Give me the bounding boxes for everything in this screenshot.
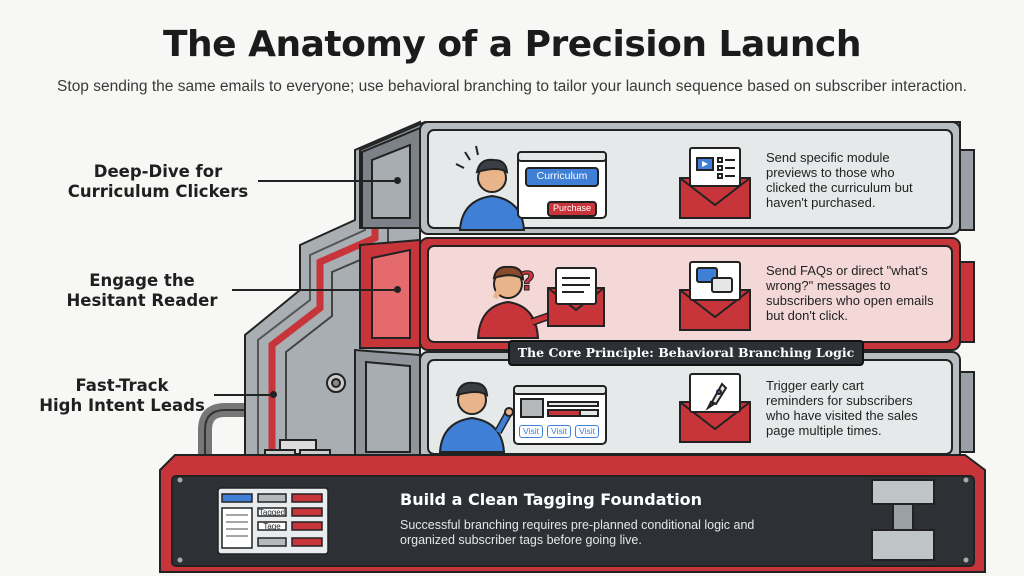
- tier-2-line-2: wrong?" messages to: [766, 278, 891, 293]
- tier-1-line-3: clicked the curriculum but: [766, 180, 913, 195]
- tier-3-line-4: page multiple times.: [766, 423, 882, 438]
- leader-line-2: [232, 286, 401, 293]
- tier-3-line-1: Trigger early cart: [766, 378, 864, 393]
- label-fast-track: Fast-Track High Intent Leads: [22, 376, 222, 416]
- tier-1-line-2: previews to those who: [766, 165, 895, 180]
- label-fast-track-line-1: Fast-Track: [75, 376, 169, 395]
- email-envelope-2: [679, 261, 751, 331]
- leader-line-1: [258, 177, 401, 184]
- base-description-line-1: Successful branching requires pre-planne…: [400, 518, 755, 532]
- curriculum-button[interactable]: Curriculum: [536, 170, 588, 182]
- label-fast-track-line-2: High Intent Leads: [39, 396, 205, 415]
- tier-2-description: Send FAQs or direct "what's wrong?" mess…: [766, 263, 934, 323]
- person-pointing-illustration-1: [455, 145, 547, 231]
- leader-line-3: [214, 391, 277, 398]
- pipe: [198, 403, 245, 455]
- tier-3-line-3: who have visited the sales: [766, 408, 918, 423]
- tier-2-line-1: Send FAQs or direct "what's: [766, 263, 928, 278]
- tier-1-description: Send specific module previews to those w…: [766, 150, 913, 210]
- label-deep-dive-line-2: Curriculum Clickers: [67, 182, 249, 201]
- tag-label-tagged: Tagged: [258, 508, 286, 517]
- base-title: Build a Clean Tagging Foundation: [400, 490, 703, 509]
- visit-button-2[interactable]: Visit: [547, 425, 571, 438]
- tier-1-line-1: Send specific module: [766, 150, 890, 165]
- tag-label-tage: Tage: [263, 522, 281, 531]
- tier-2-line-4: but don't click.: [766, 308, 848, 323]
- tag-panel: [217, 487, 329, 555]
- visit-button-1[interactable]: Visit: [519, 425, 543, 438]
- hesitant-person-illustration: [476, 265, 561, 339]
- label-deep-dive-line-1: Deep-Dive for: [93, 162, 223, 181]
- visit-button-3[interactable]: Visit: [575, 425, 599, 438]
- question-mark: ?: [520, 267, 535, 297]
- label-deep-dive: Deep-Dive for Curriculum Clickers: [58, 162, 258, 202]
- label-hesitant-reader: Engage the Hesitant Reader: [42, 271, 242, 311]
- email-envelope-3: [679, 373, 751, 443]
- core-principle-banner: The Core Principle: Behavioral Branching…: [508, 340, 864, 366]
- tier-3-description: Trigger early cart reminders for subscri…: [766, 378, 918, 438]
- label-hesitant-line-2: Hesitant Reader: [66, 291, 218, 310]
- email-envelope-open: [547, 267, 605, 327]
- tier-1-line-4: haven't purchased.: [766, 195, 876, 210]
- email-envelope-1: [679, 147, 751, 219]
- back-housing: [244, 120, 422, 466]
- label-hesitant-line-1: Engage the: [89, 271, 195, 290]
- tier-3-line-2: reminders for subscribers: [766, 393, 913, 408]
- page-subtitle: Stop sending the same emails to everyone…: [57, 78, 967, 95]
- person-pointing-illustration-3: [438, 381, 514, 453]
- base-description-line-2: organized subscriber tags before going l…: [400, 533, 642, 547]
- page-title: The Anatomy of a Precision Launch: [163, 24, 861, 65]
- base-description: Successful branching requires pre-planne…: [400, 518, 840, 548]
- purchase-button[interactable]: Purchase: [552, 203, 592, 213]
- tier-2-line-3: subscribers who open emails: [766, 293, 934, 308]
